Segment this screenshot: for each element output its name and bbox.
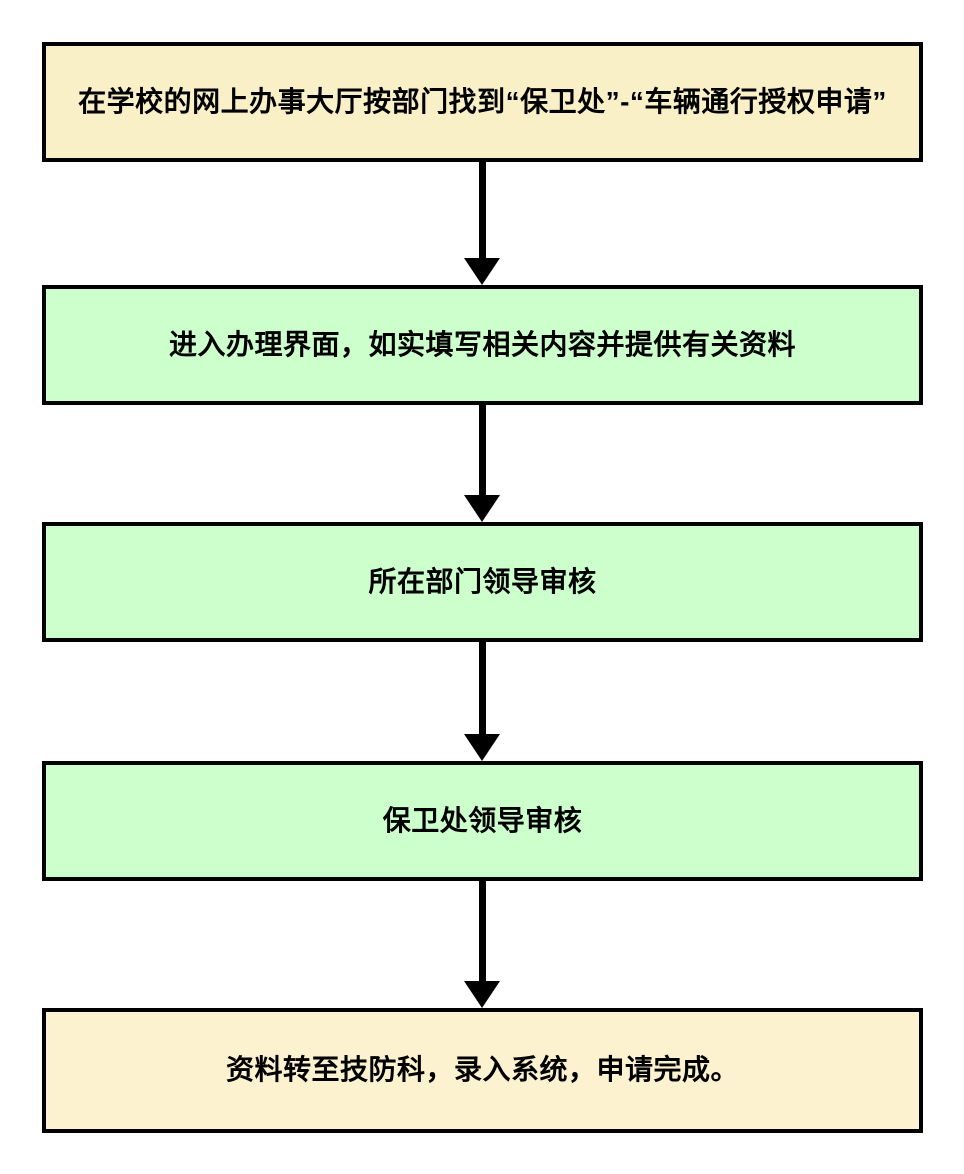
flow-step-4: 保卫处领导审核 — [42, 761, 923, 881]
arrow-line — [478, 162, 486, 263]
arrow-line — [478, 642, 486, 739]
flow-connector-2 — [464, 405, 500, 522]
arrow-down-icon — [464, 258, 500, 285]
flow-step-1: 在学校的网上办事大厅按部门找到“保卫处”-“车辆通行授权申请” — [42, 42, 923, 162]
flow-step-5-label: 资料转至技防科，录入系统，申请完成。 — [225, 1054, 739, 1086]
flow-connector-3 — [464, 642, 500, 761]
flow-step-2-label: 进入办理界面，如实填写相关内容并提供有关资料 — [168, 328, 796, 360]
flow-step-3: 所在部门领导审核 — [42, 522, 923, 642]
arrow-line — [478, 881, 486, 986]
flow-step-3-label: 所在部门领导审核 — [368, 565, 597, 597]
flow-connector-1 — [464, 162, 500, 285]
arrow-down-icon — [464, 495, 500, 522]
flow-step-4-label: 保卫处领导审核 — [382, 804, 583, 836]
arrow-line — [478, 405, 486, 500]
arrow-down-icon — [464, 734, 500, 761]
flow-step-5: 资料转至技防科，录入系统，申请完成。 — [42, 1008, 923, 1133]
flow-step-2: 进入办理界面，如实填写相关内容并提供有关资料 — [42, 285, 923, 405]
flow-connector-4 — [464, 881, 500, 1008]
flow-step-1-label: 在学校的网上办事大厅按部门找到“保卫处”-“车辆通行授权申请” — [78, 85, 887, 117]
arrow-down-icon — [464, 981, 500, 1008]
